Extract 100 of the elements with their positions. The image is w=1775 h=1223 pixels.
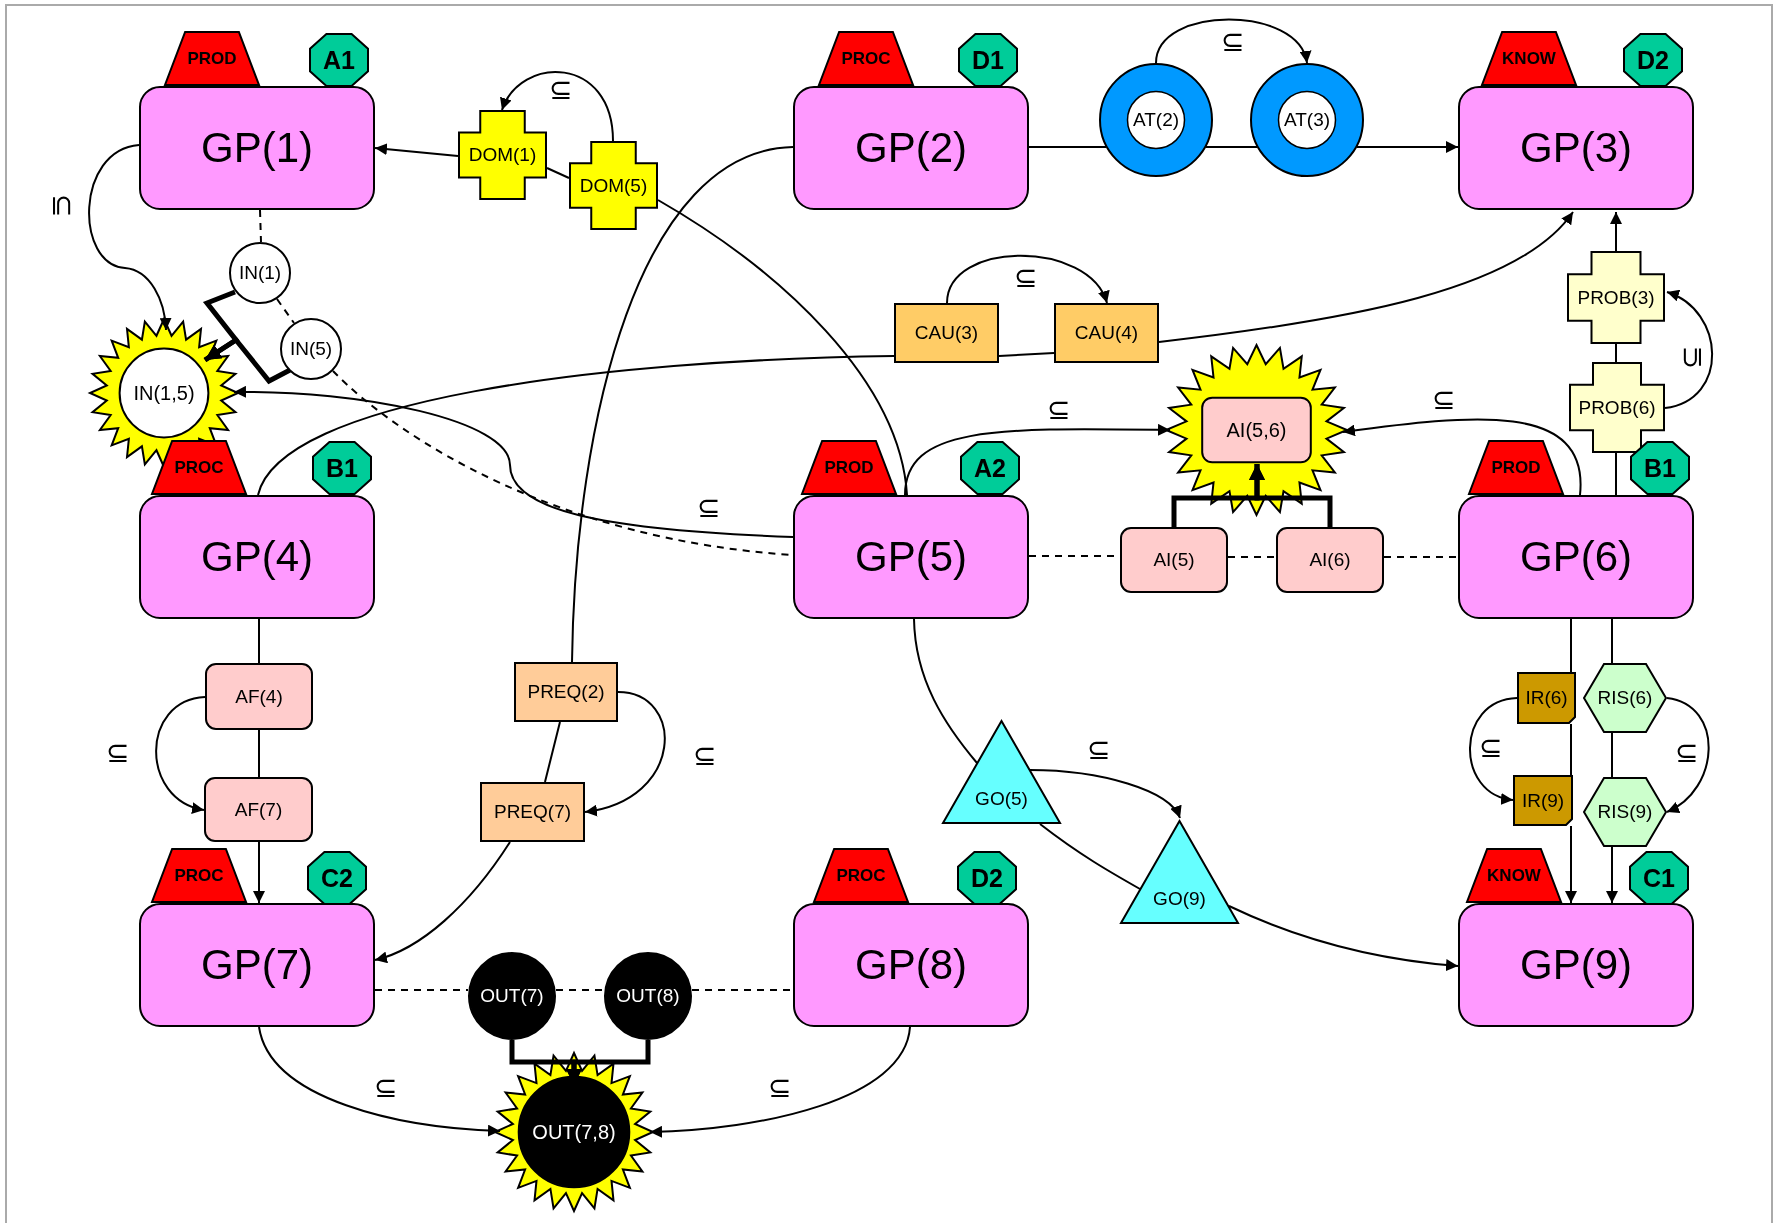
triangle-node: GO(5): [942, 720, 1061, 824]
connector-line: [1615, 452, 1617, 496]
rect-node: PREQ(2): [514, 662, 618, 722]
rect-node: CAU(3): [894, 303, 999, 363]
dashed-line: [555, 989, 605, 991]
arrow: [233, 386, 794, 538]
trapezoid-tag: PROC: [813, 848, 909, 903]
octagon-badge: C2: [307, 851, 367, 905]
rounded-box: GP(1): [139, 86, 375, 210]
dashed-line: [259, 209, 262, 243]
arrow: [584, 691, 666, 816]
arrow: [946, 254, 1108, 304]
arrow: [374, 143, 459, 157]
arrow: [1155, 18, 1309, 64]
octagon-badge: B1: [1630, 441, 1690, 495]
arrow: [155, 696, 206, 813]
rect-node: CAU(4): [1054, 303, 1159, 363]
connector-line: [998, 352, 1055, 357]
circle-node: OUT(8): [604, 952, 692, 1040]
trapezoid-tag: KNOW: [1481, 31, 1577, 86]
trapezoid-tag: KNOW: [1466, 848, 1562, 903]
connector-line: [1039, 823, 1141, 890]
hexagon-node: RIS(9): [1583, 777, 1667, 847]
arrow: [253, 841, 265, 904]
arrow: [1228, 905, 1459, 971]
arrow: [374, 841, 511, 963]
arrow: [1342, 418, 1581, 496]
arrow: [1158, 211, 1574, 343]
arrow: [1356, 141, 1459, 153]
arrow: [904, 423, 1171, 496]
connector-line: [1570, 618, 1572, 673]
connector-line: [1611, 732, 1613, 778]
connector-line: [1028, 146, 1107, 148]
arrow: [203, 336, 292, 385]
note-node: IR(9): [1513, 775, 1573, 826]
arrow: [1029, 769, 1181, 819]
rounded-rect-node: AF(4): [205, 663, 313, 730]
dashed-line: [276, 298, 295, 324]
arrow: [1565, 825, 1577, 904]
trapezoid-tag: PROC: [818, 31, 914, 86]
rounded-box: GP(9): [1458, 903, 1694, 1027]
octagon-badge: A1: [309, 33, 369, 87]
rounded-rect-node: AI(5): [1120, 527, 1228, 593]
cross-shape: PROB(6): [1569, 362, 1665, 453]
hexagon-node: RIS(6): [1583, 663, 1667, 733]
connector-line: [571, 146, 794, 663]
rounded-box: GP(4): [139, 495, 375, 619]
rounded-rect-node: AF(7): [204, 777, 313, 842]
rounded-box: GP(3): [1458, 86, 1694, 210]
cross-shape: DOM(5): [569, 141, 658, 230]
octagon-badge: C1: [1629, 851, 1689, 905]
connector-line: [546, 167, 570, 179]
triangle-node: GO(9): [1120, 820, 1239, 924]
arrow: [1610, 211, 1622, 252]
ring-shape: AT(3): [1250, 63, 1364, 177]
connector-line: [657, 199, 908, 496]
trapezoid-tag: PROD: [801, 440, 897, 495]
dashed-line: [1383, 556, 1459, 558]
octagon-badge: D2: [1623, 33, 1683, 87]
rounded-rect-node: AI(6): [1276, 527, 1384, 593]
rounded-box: GP(8): [793, 903, 1029, 1027]
arrow: [1666, 697, 1710, 813]
arrow: [258, 1026, 501, 1137]
circle-node: OUT(7): [468, 952, 556, 1040]
circle-node: IN(5): [280, 318, 342, 380]
connector-line: [544, 721, 561, 783]
cross-shape: DOM(1): [458, 110, 547, 200]
trapezoid-tag: PROD: [1468, 440, 1564, 495]
rect-node: PREQ(7): [480, 782, 585, 842]
circle-node: IN(1): [229, 242, 291, 304]
starburst-node: AI(5,6): [1166, 345, 1347, 515]
dashed-line: [374, 989, 469, 991]
dashed-line: [1227, 556, 1277, 558]
rounded-box: GP(5): [793, 495, 1029, 619]
octagon-badge: D1: [958, 33, 1018, 87]
connector-line: [1205, 146, 1258, 148]
trapezoid-tag: PROC: [151, 848, 247, 903]
note-node: IR(6): [1517, 672, 1576, 724]
connector-line: [1570, 723, 1572, 776]
octagon-badge: D2: [957, 851, 1017, 905]
arrow: [88, 144, 172, 331]
arrow: [501, 71, 614, 142]
arrow: [649, 1026, 911, 1138]
ring-shape: AT(2): [1099, 63, 1213, 177]
arrow: [1249, 464, 1333, 527]
arrow: [1664, 291, 1714, 409]
arrow: [1469, 697, 1518, 804]
trapezoid-tag: PROC: [151, 440, 247, 495]
cross-shape: PROB(3): [1567, 251, 1665, 344]
arrow: [1606, 846, 1618, 904]
rounded-box: GP(6): [1458, 495, 1694, 619]
connector-line: [1615, 343, 1617, 363]
octagon-badge: B1: [312, 441, 372, 495]
rounded-box: GP(2): [793, 86, 1029, 210]
connector-line: [258, 729, 260, 778]
rounded-box: GP(7): [139, 903, 375, 1027]
connector-line: [257, 355, 895, 496]
trapezoid-tag: PROD: [164, 31, 260, 86]
octagon-badge: A2: [960, 441, 1020, 495]
connector-line: [258, 618, 260, 664]
